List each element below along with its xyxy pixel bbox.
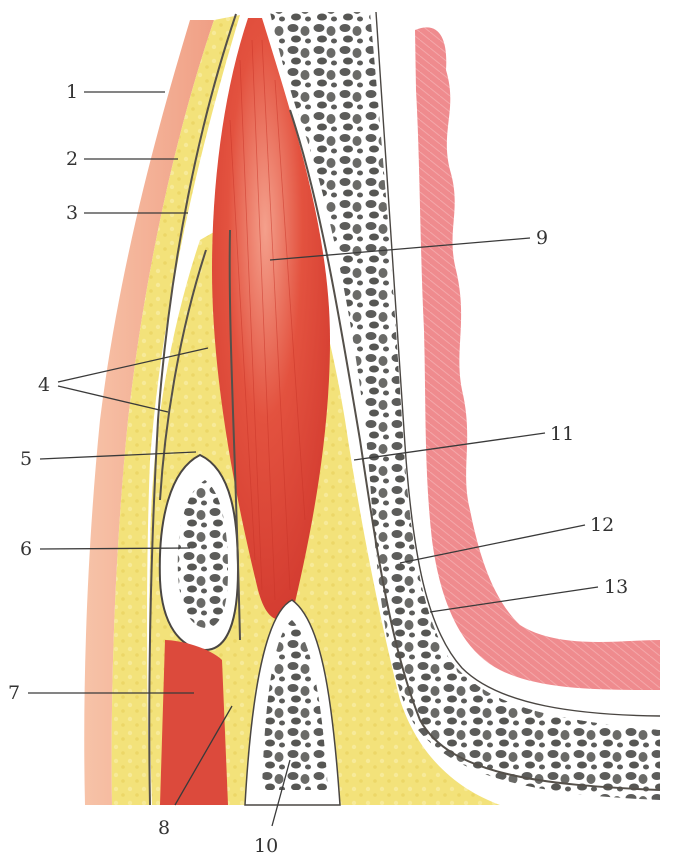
label-9: 9 [536, 227, 548, 249]
label-2: 2 [66, 148, 78, 170]
label-8: 8 [158, 817, 170, 839]
label-6: 6 [20, 538, 32, 560]
label-13: 13 [604, 576, 628, 598]
label-1: 1 [66, 81, 78, 103]
label-4: 4 [38, 374, 50, 396]
label-3: 3 [66, 202, 78, 224]
label-7: 7 [8, 682, 20, 704]
label-5: 5 [20, 448, 32, 470]
label-12: 12 [590, 514, 614, 536]
label-10: 10 [254, 835, 278, 857]
label-11: 11 [550, 423, 574, 445]
muscle-7 [160, 640, 228, 805]
